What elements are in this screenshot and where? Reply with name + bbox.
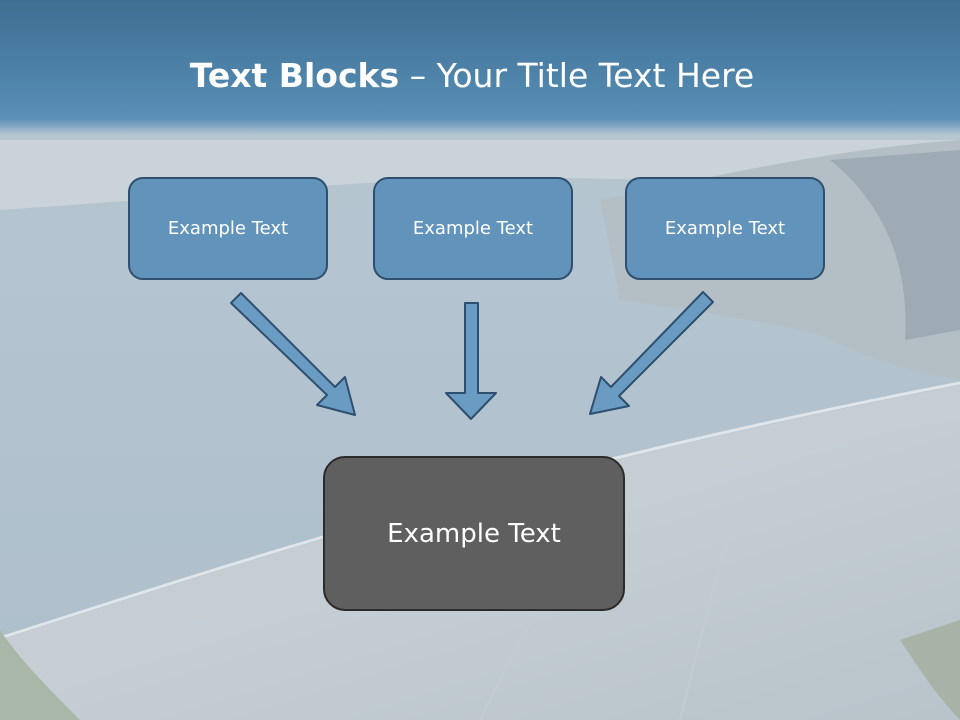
arrow-down-right-icon xyxy=(230,292,356,416)
text-box-left-label: Example Text xyxy=(167,218,289,239)
title-rest: – Your Title Text Here xyxy=(409,56,755,95)
result-box[interactable]: Example Text xyxy=(323,456,625,611)
text-box-right[interactable]: Example Text xyxy=(625,177,825,280)
text-box-center[interactable]: Example Text xyxy=(373,177,573,280)
arrow-down-left-icon xyxy=(589,291,714,415)
title-bold: Text Blocks xyxy=(189,56,400,95)
result-box-label: Example Text xyxy=(387,518,561,549)
text-box-center-label: Example Text xyxy=(412,218,534,239)
text-box-left[interactable]: Example Text xyxy=(128,177,328,280)
arrow-down-icon xyxy=(445,302,497,420)
slide-title: Text Blocks – Your Title Text Here xyxy=(0,54,944,98)
title-band xyxy=(0,0,960,135)
text-box-right-label: Example Text xyxy=(664,218,786,239)
